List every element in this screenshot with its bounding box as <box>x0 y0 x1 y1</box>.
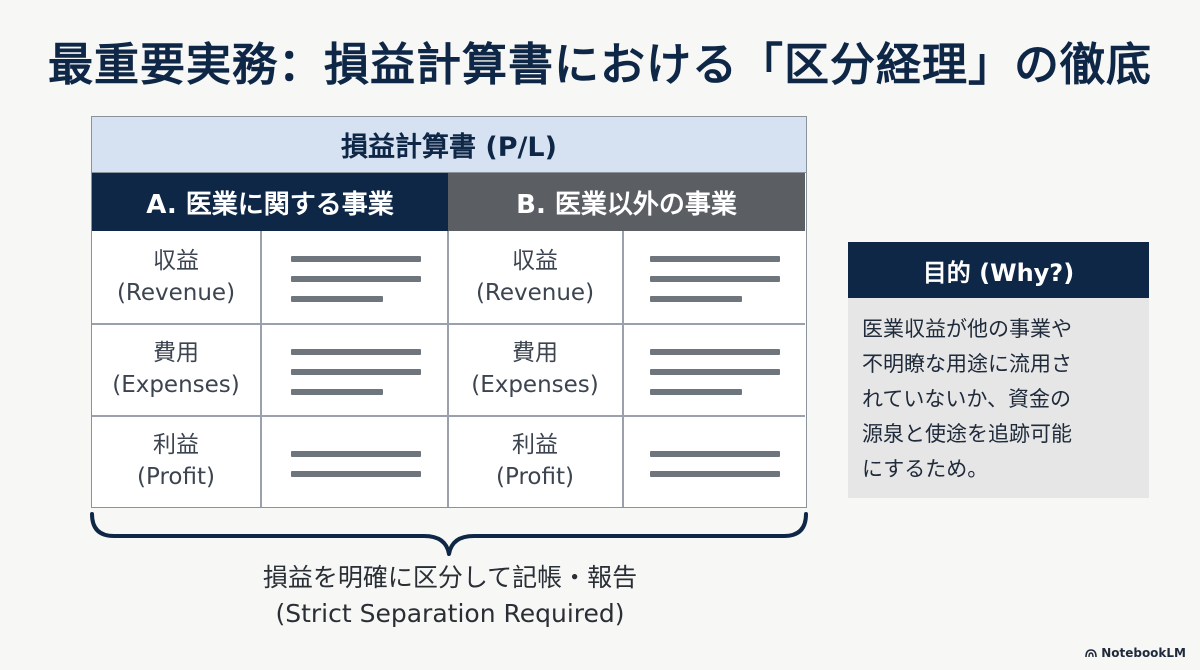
placeholder-line <box>650 471 780 477</box>
placeholder-line <box>650 276 780 282</box>
row-label-ja: 費用 <box>512 340 558 366</box>
section-b-header: B. 医業以外の事業 <box>448 173 805 231</box>
placeholder-line <box>291 296 383 302</box>
row-label-ja: 費用 <box>153 340 199 366</box>
section-a-header: A. 医業に関する事業 <box>92 173 448 231</box>
placeholder-line <box>650 389 742 395</box>
purpose-header: 目的 (Why?) <box>848 242 1149 298</box>
income-statement-table: 損益計算書 (P/L) A. 医業に関する事業 B. 医業以外の事業 収益 (R… <box>91 116 807 508</box>
placeholder-line <box>291 369 421 375</box>
separation-caption: 損益を明確に区分して記帳・報告 (Strict Separation Requi… <box>150 560 750 632</box>
row-label-profit: 利益 (Profit) <box>448 415 622 507</box>
placeholder-line <box>291 471 421 477</box>
placeholder-line <box>291 349 421 355</box>
placeholder-line <box>291 389 383 395</box>
brand-watermark: NotebookLM <box>1085 646 1186 660</box>
row-label-en: (Expenses) <box>112 372 240 398</box>
row-label-expenses: 費用 (Expenses) <box>448 323 622 415</box>
row-label-en: (Profit) <box>496 464 574 490</box>
curly-brace-icon <box>90 512 808 556</box>
purpose-line: 源泉と使途を追跡可能 <box>862 422 1072 446</box>
grid-line <box>92 323 805 325</box>
row-label-profit: 利益 (Profit) <box>92 415 260 507</box>
grid-line <box>447 231 449 507</box>
purpose-line: 医業収益が他の事業や <box>862 317 1072 341</box>
placeholder-line <box>291 276 421 282</box>
notebooklm-logo-icon <box>1085 649 1097 658</box>
row-label-en: (Profit) <box>137 464 215 490</box>
row-label-expenses: 費用 (Expenses) <box>92 323 260 415</box>
purpose-line: れていないか、資金の <box>862 387 1071 411</box>
placeholder-line <box>650 349 780 355</box>
row-label-en: (Revenue) <box>116 280 236 306</box>
placeholder-line <box>650 451 780 457</box>
placeholder-line <box>291 451 421 457</box>
row-label-en: (Expenses) <box>471 372 599 398</box>
placeholder-line <box>650 369 780 375</box>
placeholder-line <box>650 296 742 302</box>
purpose-body: 医業収益が他の事業や 不明瞭な用途に流用さ れていないか、資金の 源泉と使途を追… <box>848 298 1149 498</box>
income-statement-header: 損益計算書 (P/L) <box>92 117 806 173</box>
purpose-line: 不明瞭な用途に流用さ <box>862 352 1072 376</box>
caption-line-en: (Strict Separation Required) <box>275 599 625 628</box>
purpose-line: にするため。 <box>862 457 989 481</box>
row-label-ja: 収益 <box>153 248 199 274</box>
grid-line <box>622 231 624 507</box>
brand-label: NotebookLM <box>1101 646 1186 660</box>
grid-line <box>260 231 262 507</box>
page-title: 最重要実務：損益計算書における「区分経理」の徹底 <box>47 38 1152 91</box>
placeholder-line <box>650 256 780 262</box>
placeholder-line <box>291 256 421 262</box>
row-label-revenue: 収益 (Revenue) <box>92 231 260 323</box>
row-label-en: (Revenue) <box>475 280 595 306</box>
row-label-ja: 利益 <box>153 432 199 458</box>
caption-line-ja: 損益を明確に区分して記帳・報告 <box>262 563 638 592</box>
grid-line <box>92 415 805 417</box>
row-label-ja: 利益 <box>512 432 558 458</box>
row-label-ja: 収益 <box>512 248 558 274</box>
row-label-revenue: 収益 (Revenue) <box>448 231 622 323</box>
